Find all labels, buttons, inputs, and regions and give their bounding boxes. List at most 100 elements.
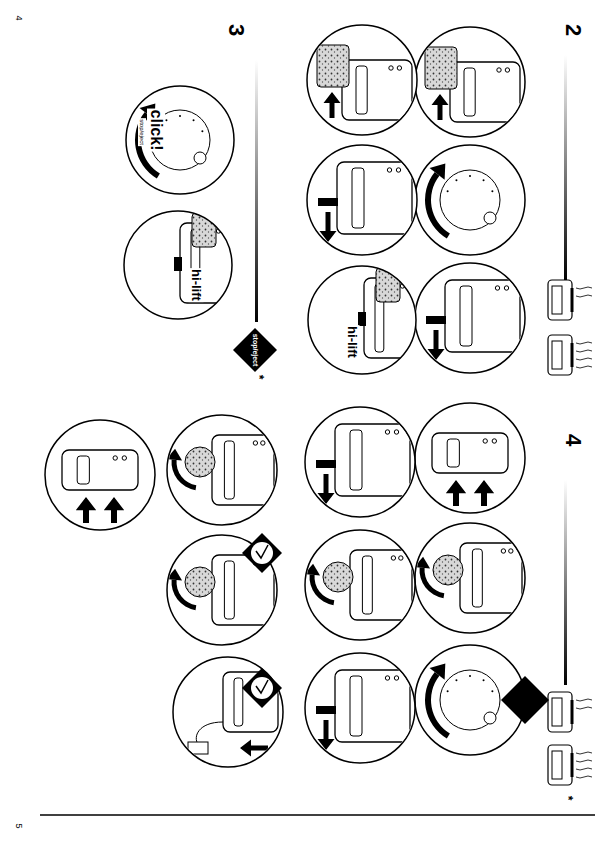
bun bbox=[433, 555, 463, 585]
toaster-body bbox=[432, 433, 508, 473]
step-circle bbox=[415, 403, 525, 513]
timer-tick bbox=[256, 545, 268, 558]
arrow-head bbox=[414, 557, 430, 569]
step-sketch bbox=[425, 47, 520, 122]
node-outline bbox=[307, 265, 417, 375]
step-number: 2 bbox=[562, 24, 584, 36]
step-sketch bbox=[316, 424, 410, 504]
step-circle bbox=[305, 407, 415, 517]
step-sketch bbox=[188, 672, 278, 757]
step-sketch bbox=[316, 670, 410, 750]
dial bbox=[440, 170, 500, 230]
bun bbox=[185, 447, 215, 477]
page-number: 5 bbox=[14, 823, 23, 828]
step-sketch bbox=[166, 435, 274, 505]
curved-arrow bbox=[419, 568, 444, 599]
step-circle bbox=[415, 523, 525, 633]
step-caption: hi-lift bbox=[345, 325, 360, 359]
timer-tick bbox=[256, 680, 268, 693]
step-circle bbox=[125, 85, 235, 195]
arrow bbox=[318, 720, 335, 750]
step-number: 3 bbox=[225, 24, 247, 36]
bread bbox=[425, 47, 457, 89]
lever bbox=[318, 198, 338, 206]
lever bbox=[358, 312, 366, 326]
toaster-slot bbox=[362, 556, 372, 614]
step-circle bbox=[173, 657, 283, 767]
arrow-head bbox=[430, 664, 446, 680]
timer-face bbox=[251, 677, 273, 699]
curved-arrow bbox=[425, 672, 450, 739]
step-sketch bbox=[425, 164, 500, 239]
timer-diamond bbox=[242, 533, 282, 573]
curved-arrow bbox=[425, 172, 450, 239]
toaster-slot bbox=[234, 678, 243, 726]
button-label: stop/eject bbox=[251, 333, 260, 368]
step-circle bbox=[415, 263, 525, 373]
lever bbox=[316, 706, 336, 714]
curved-arrow bbox=[171, 460, 196, 491]
step-circle bbox=[305, 653, 415, 763]
button-label: * bbox=[252, 374, 266, 381]
toaster-icon bbox=[548, 745, 592, 785]
black-diamond bbox=[501, 676, 549, 724]
toaster-icon bbox=[548, 692, 592, 732]
toaster-body bbox=[445, 280, 520, 352]
page-number: 4 bbox=[14, 15, 23, 20]
curved-arrow bbox=[171, 580, 196, 611]
arrow bbox=[428, 330, 445, 360]
step-sketch bbox=[318, 162, 412, 242]
curved-arrow bbox=[309, 575, 334, 606]
toaster-body bbox=[212, 435, 274, 505]
arrow bbox=[474, 480, 494, 506]
arrow bbox=[104, 497, 124, 523]
step-circle bbox=[167, 535, 277, 645]
dial bbox=[440, 670, 500, 730]
bun bbox=[185, 567, 215, 597]
step-sketch bbox=[425, 664, 500, 739]
plug bbox=[188, 742, 208, 754]
arrow-head bbox=[166, 449, 182, 461]
toaster-body bbox=[450, 62, 520, 122]
toaster-icon bbox=[548, 335, 592, 375]
timer-face bbox=[251, 542, 273, 564]
bread bbox=[317, 45, 349, 87]
timer-diamond bbox=[242, 668, 282, 708]
step-circle bbox=[415, 27, 525, 137]
step-number: 4 bbox=[562, 434, 584, 446]
toaster-slot bbox=[472, 549, 482, 607]
toaster-body bbox=[335, 670, 410, 742]
footnote-mark: * bbox=[562, 796, 574, 801]
bun bbox=[323, 562, 353, 592]
arrow bbox=[76, 497, 96, 523]
toaster-body bbox=[460, 543, 522, 613]
toaster-slot bbox=[464, 68, 475, 116]
node-outline bbox=[123, 210, 233, 320]
toaster-slot bbox=[77, 456, 89, 484]
step-circle bbox=[415, 145, 525, 255]
step-caption: click! bbox=[147, 109, 165, 152]
toaster-body bbox=[62, 450, 138, 490]
step-caption: hi-lift bbox=[189, 268, 204, 302]
lever bbox=[316, 460, 336, 468]
section-bar bbox=[255, 60, 258, 322]
arrow-head bbox=[166, 569, 182, 581]
step-circle bbox=[307, 25, 417, 135]
toaster-icon bbox=[548, 280, 592, 320]
step-circle: hi-lift bbox=[307, 265, 417, 375]
toaster-slot bbox=[352, 168, 364, 228]
step-sketch bbox=[62, 450, 138, 523]
step-circle bbox=[305, 530, 415, 640]
lever bbox=[174, 257, 182, 271]
step-circle: click!stop/eject bbox=[125, 85, 235, 195]
step-caption: stop/eject bbox=[138, 118, 146, 146]
step-sketch bbox=[135, 104, 210, 179]
arrow bbox=[318, 474, 335, 504]
step-circle bbox=[167, 415, 277, 525]
arrow bbox=[324, 92, 341, 118]
step-sketch bbox=[414, 543, 522, 613]
toaster-body bbox=[335, 424, 410, 496]
section-bar bbox=[564, 480, 567, 685]
cord bbox=[196, 722, 223, 744]
